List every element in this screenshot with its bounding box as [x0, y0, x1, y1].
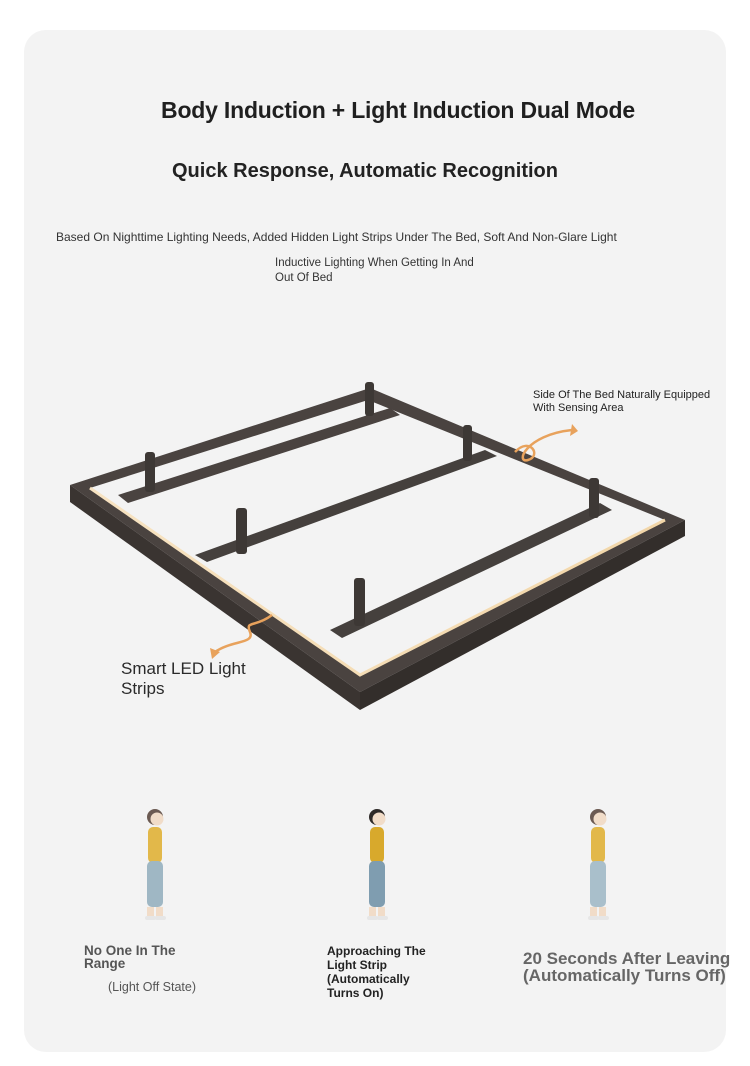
- headline: Body Induction + Light Induction Dual Mo…: [161, 97, 635, 123]
- strip-arrowhead-icon: [210, 648, 220, 659]
- support-post: [145, 452, 155, 492]
- strip-arrow-icon: [214, 613, 273, 654]
- person-figure-icon: [145, 809, 166, 920]
- person-figure-icon: [367, 809, 388, 920]
- person-figure-icon: [588, 809, 609, 920]
- support-post: [589, 478, 599, 518]
- state-label-approaching: Approaching The Light Strip (Automatical…: [327, 944, 426, 1000]
- subheadline: Quick Response, Automatic Recognition: [172, 160, 558, 182]
- inductive-lighting-note: Inductive Lighting When Getting In And O…: [275, 257, 474, 284]
- led-strips-callout: Smart LED Light Strips: [121, 659, 246, 698]
- support-post: [463, 425, 472, 461]
- support-post: [354, 578, 365, 626]
- sensing-arrowhead-icon: [570, 424, 578, 436]
- support-post: [236, 508, 247, 554]
- sensing-area-callout: Side Of The Bed Naturally Equipped With …: [533, 389, 711, 414]
- sensing-arrow-icon: [514, 428, 573, 462]
- state-label-leaving: 20 Seconds After Leaving (Automatically …: [523, 949, 731, 985]
- bed-frame-illustration: [70, 382, 685, 710]
- description-text: Based On Nighttime Lighting Needs, Added…: [56, 230, 617, 244]
- state-sublabel-light-off: (Light Off State): [108, 980, 197, 994]
- support-post: [365, 382, 374, 416]
- state-label-no-one: No One In The Range: [84, 943, 176, 971]
